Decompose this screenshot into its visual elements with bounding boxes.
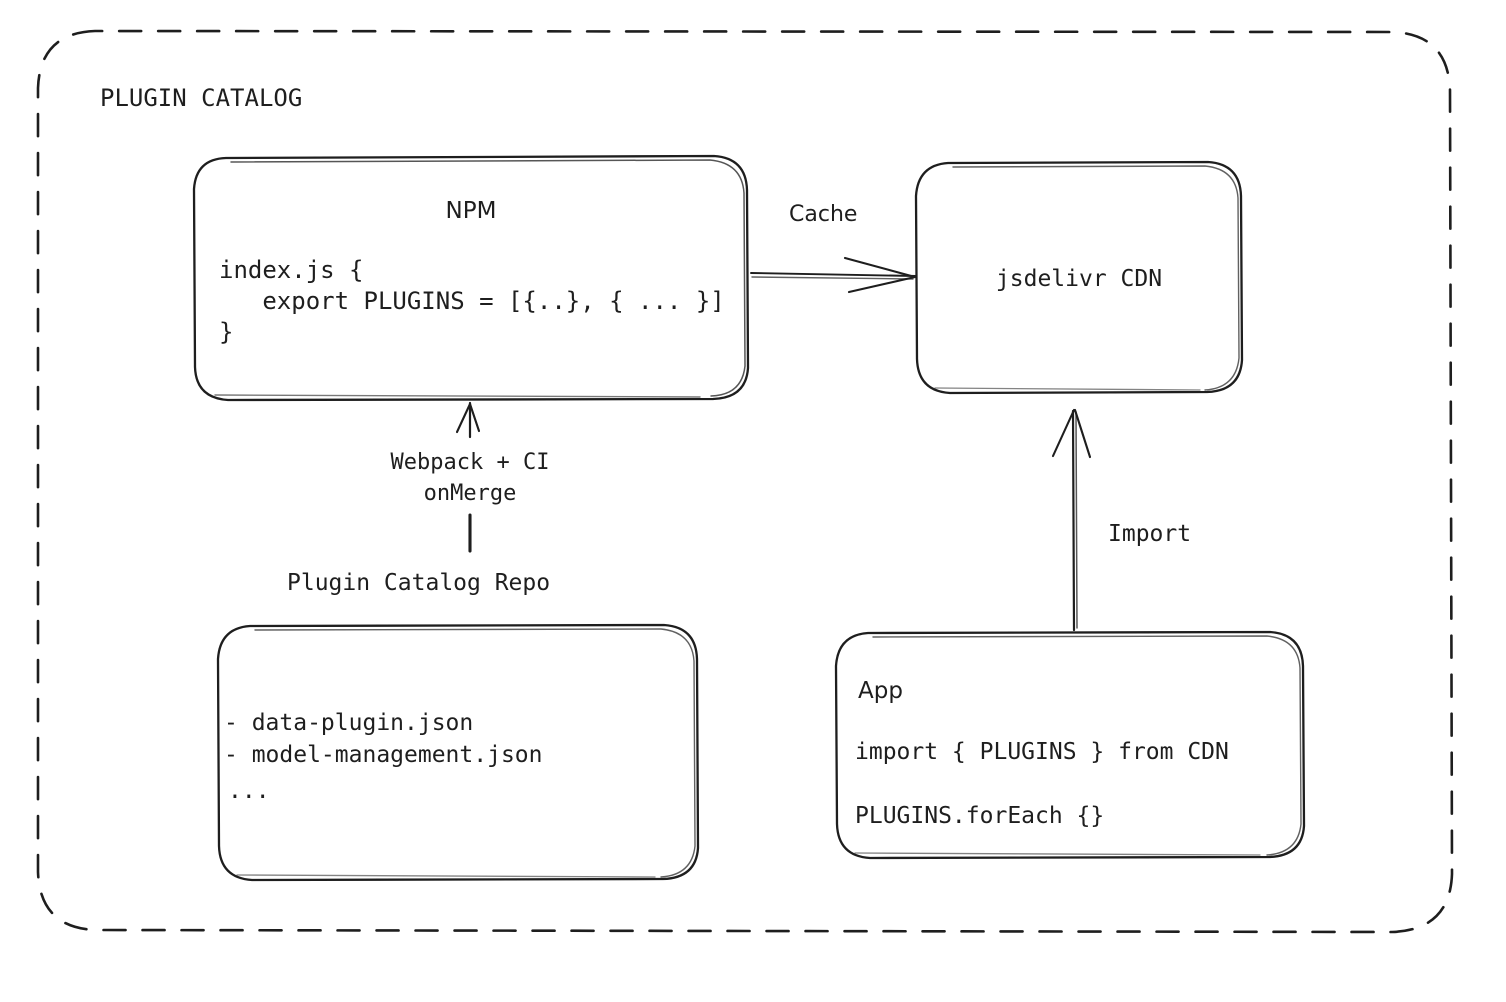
npm-title: NPM [445, 198, 497, 224]
repo-file-2: - model-management.json [224, 742, 543, 768]
page-title: PLUGIN CATALOG [100, 84, 303, 112]
cdn-title: jsdelivr CDN [995, 266, 1163, 292]
app-code-line-2: PLUGINS.forEach {} [855, 803, 1105, 829]
import-arrow [1051, 408, 1092, 632]
import-edge-label: Import [1108, 521, 1192, 547]
npm-code-line-3: } [219, 318, 234, 346]
build-edge-label-line-2: onMerge [423, 481, 517, 506]
cache-arrow [750, 256, 917, 294]
repo-file-3: ... [228, 778, 270, 804]
repo-caption: Plugin Catalog Repo [287, 570, 551, 596]
cache-edge-label: Cache [789, 202, 858, 227]
npm-code-line-1: index.js { [219, 256, 364, 284]
repo-file-1: - data-plugin.json [224, 710, 474, 736]
app-title: App [858, 678, 903, 704]
build-edge-label-line-1: Webpack + CI [390, 450, 550, 475]
npm-code-line-2: export PLUGINS = [{..}, { ... }] [219, 287, 725, 315]
app-code-line-1: import { PLUGINS } from CDN [855, 739, 1229, 765]
